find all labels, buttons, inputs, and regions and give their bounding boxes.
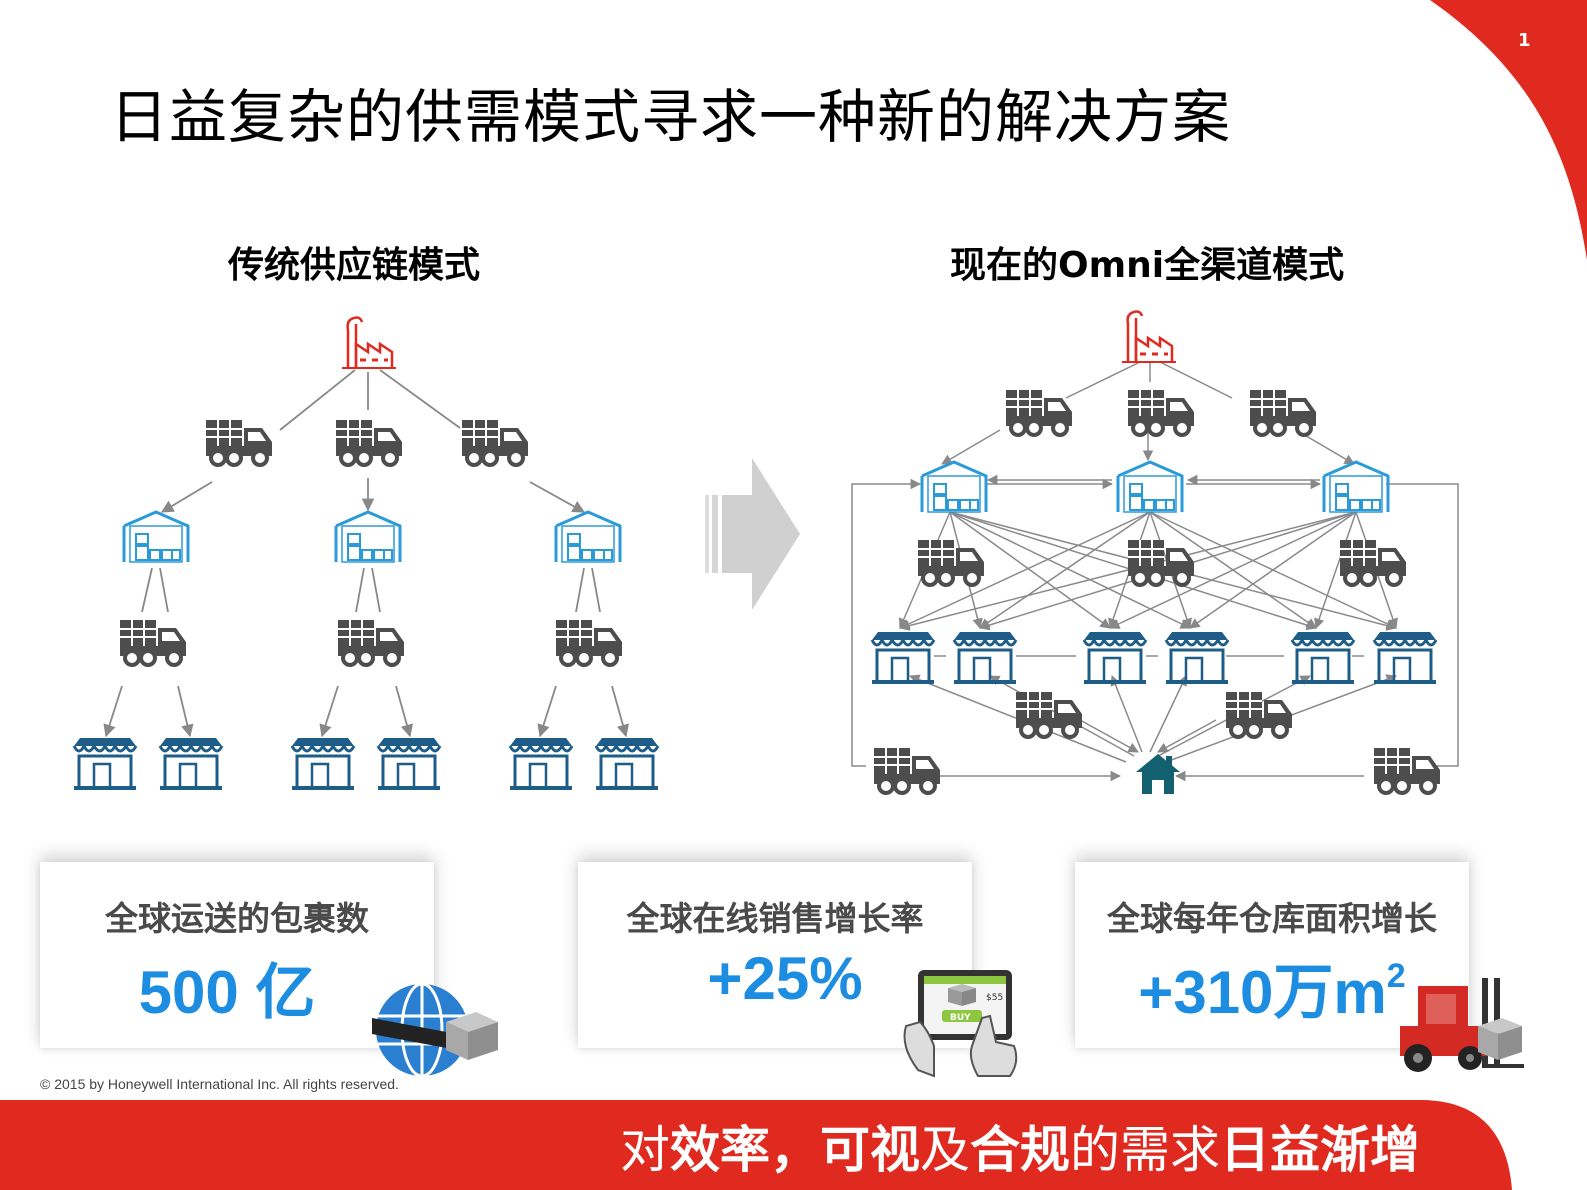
traditional-model: [103, 369, 630, 738]
store-icon: [1164, 630, 1230, 684]
store-icon: [508, 736, 574, 790]
right-heading: 现在的Omni全渠道模式: [950, 245, 1345, 286]
stat-value-main: +310万m: [1138, 959, 1387, 1026]
banner-part: 可视: [820, 1121, 920, 1179]
store-icon: [158, 736, 224, 790]
stat-label: 全球在线销售增长率: [626, 899, 924, 938]
globe-package-icon: [372, 982, 498, 1078]
truck-icon: [1004, 388, 1074, 437]
truck-icon: [334, 418, 404, 467]
truck-icon: [336, 618, 406, 667]
truck-icon: [916, 538, 986, 587]
truck-icon: [872, 746, 942, 795]
tablet-buy-icon: $55 BUY: [903, 970, 1018, 1078]
stat-value-superscript: 2: [1386, 957, 1406, 995]
store-icon: [1290, 630, 1356, 684]
stat-value: 500 亿: [138, 959, 316, 1026]
store-icon: [72, 736, 138, 790]
stat-label: 全球每年仓库面积增长: [1107, 899, 1437, 938]
warehouse-icon: [554, 510, 622, 564]
banner-part: 及: [920, 1121, 970, 1179]
warehouse-icon: [1322, 460, 1390, 514]
store-icon: [1082, 630, 1148, 684]
warehouse-icon: [920, 460, 988, 514]
banner-part: 日益渐增: [1220, 1121, 1420, 1179]
stat-label: 全球运送的包裹数: [105, 899, 369, 938]
truck-icon: [460, 418, 530, 467]
banner-part: 对: [620, 1121, 670, 1179]
stat-value: +25%: [707, 945, 863, 1012]
banner-part: 的需求: [1070, 1121, 1220, 1179]
stat-value: +310万m2: [1075, 944, 1469, 1031]
factory-icon: [1120, 310, 1178, 364]
truck-icon: [1338, 538, 1408, 587]
truck-icon: [1126, 388, 1196, 437]
bottom-banner: [0, 1100, 1512, 1190]
warehouse-icon: [334, 510, 402, 564]
store-icon: [1372, 630, 1438, 684]
copyright-notice: © 2015 by Honeywell International Inc. A…: [40, 1076, 399, 1092]
stat-card-parcels: 全球运送的包裹数 500 亿: [40, 862, 434, 1048]
store-icon: [376, 736, 442, 790]
warehouse-icon: [1116, 460, 1184, 514]
supply-chain-diagram: [72, 310, 1459, 795]
page-number: 1: [1518, 30, 1531, 51]
truck-icon: [1248, 388, 1318, 437]
truck-icon: [204, 418, 274, 467]
banner-part: 合规: [970, 1121, 1070, 1179]
warehouse-icon: [122, 510, 190, 564]
forklift-icon: [1400, 978, 1524, 1072]
truck-icon: [118, 618, 188, 667]
page-title: 日益复杂的供需模式寻求一种新的解决方案: [110, 83, 1232, 151]
factory-icon: [340, 316, 398, 370]
truck-icon: [1224, 690, 1294, 739]
buy-button-label: BUY: [950, 1013, 971, 1023]
truck-icon: [1014, 690, 1084, 739]
stat-card-warehouse-area: 全球每年仓库面积增长 +310万m2: [1075, 862, 1469, 1048]
banner-part: 效率，: [670, 1121, 820, 1179]
home-icon: [1136, 754, 1180, 794]
left-heading: 传统供应链模式: [228, 245, 481, 286]
store-icon: [952, 630, 1018, 684]
store-icon: [290, 736, 356, 790]
price-tag: $55: [986, 993, 1003, 1003]
banner-message: 对效率，可视及合规的需求日益渐增: [620, 1110, 1420, 1182]
truck-icon: [554, 618, 624, 667]
right-arrow-icon: [705, 458, 800, 610]
store-icon: [594, 736, 660, 790]
store-icon: [870, 630, 936, 684]
truck-icon: [1126, 538, 1196, 587]
truck-icon: [1372, 746, 1442, 795]
stat-card-online-sales: 全球在线销售增长率 +25%: [578, 862, 972, 1048]
